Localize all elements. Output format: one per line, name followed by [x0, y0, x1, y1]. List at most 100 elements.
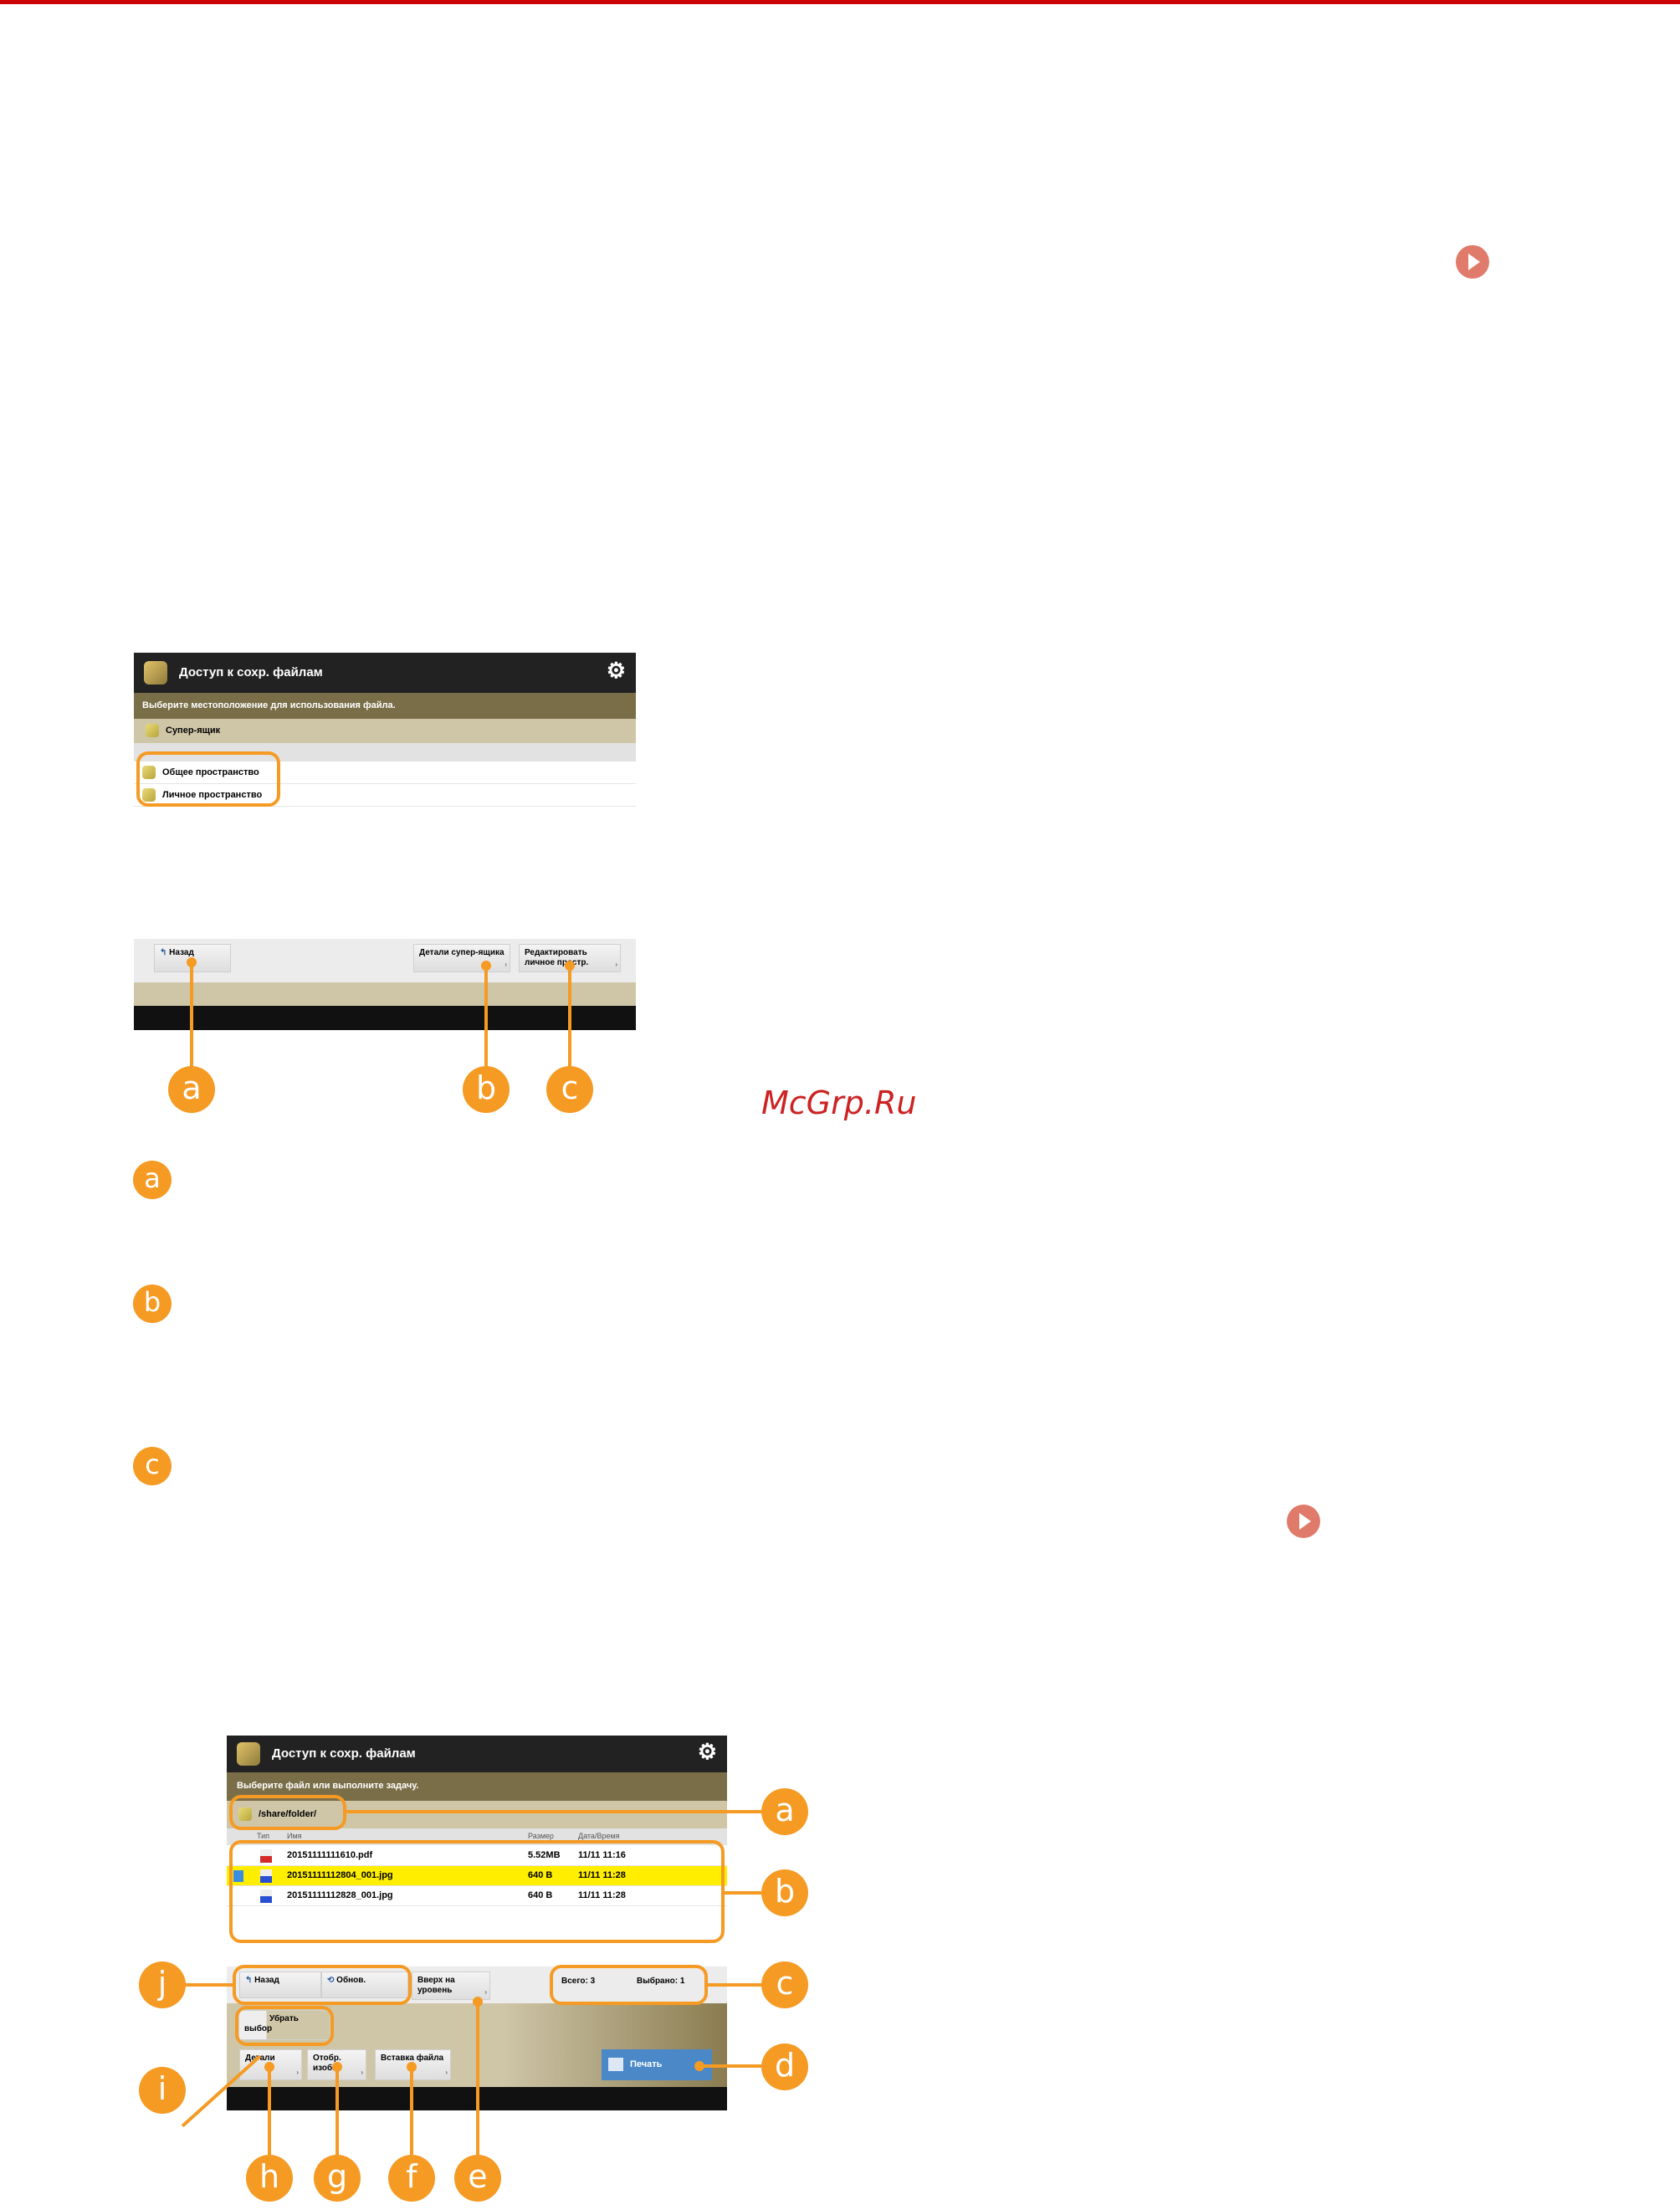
- leader-line: [162, 1983, 233, 1987]
- marker-a: a: [133, 1161, 172, 1199]
- link-arrow-icon[interactable]: [1287, 1505, 1320, 1538]
- preview-label: Отобр. изоб.: [313, 2054, 341, 2073]
- chevron-icon: ›: [615, 961, 617, 968]
- screenshot-bottom-bar: ↰ Назад Детали супер-ящика› Редактироват…: [134, 939, 636, 1030]
- leader-line: [708, 1983, 785, 1987]
- screenshot-file-access-locations: Доступ к сохр. файлам ⚙ Выберите местопо…: [134, 653, 636, 807]
- folder-icon: [146, 724, 159, 737]
- link-arrow-icon[interactable]: [1456, 245, 1489, 279]
- print-button[interactable]: Печать: [602, 2049, 712, 2080]
- col-name[interactable]: Имя: [287, 1832, 302, 1840]
- callout-i: i: [139, 2067, 186, 2114]
- refresh-button[interactable]: ⟲ Обнов.: [321, 1972, 408, 1998]
- details-label: Детали супер-ящика: [419, 948, 505, 957]
- current-folder: Супер-ящик: [134, 719, 636, 743]
- highlight-b: [229, 1840, 725, 1943]
- up-level-button[interactable]: Вверх на уровень ›: [412, 1972, 490, 2000]
- callout-f: f: [388, 2155, 435, 2202]
- callout-g: g: [314, 2155, 361, 2202]
- box-app-icon: [237, 1742, 260, 1766]
- chevron-icon: ›: [445, 2069, 448, 2076]
- refresh-icon: ⟲: [327, 1976, 337, 1985]
- folder-label: Супер-ящик: [166, 725, 221, 736]
- title-bar: Доступ к сохр. файлам ⚙: [227, 1736, 727, 1772]
- list-item[interactable]: Общее пространство: [134, 761, 636, 784]
- print-icon: [608, 2058, 623, 2071]
- leader-line: [725, 1891, 785, 1895]
- screen-title: Доступ к сохр. файлам: [272, 1746, 416, 1761]
- marker-b: b: [133, 1284, 172, 1323]
- total-count: Всего: 3: [561, 1977, 596, 1986]
- watermark: McGrp.Ru: [761, 1084, 917, 1121]
- insert-label: Вставка файла: [381, 2054, 444, 2063]
- back-arrow-icon: ↰: [245, 1976, 255, 1985]
- print-label: Печать: [630, 2059, 663, 2069]
- screenshot-file-list: Доступ к сохр. файлам ⚙ Выберите файл ил…: [227, 1736, 727, 2110]
- box-app-icon: [144, 661, 167, 685]
- back-button[interactable]: ↰ Назад: [239, 1972, 321, 1998]
- callout-a: a: [168, 1066, 215, 1113]
- back-label: Назад: [254, 1976, 279, 1985]
- callout-c: c: [761, 1961, 808, 2008]
- col-date[interactable]: Дата/Время: [578, 1832, 620, 1840]
- list-item[interactable]: Личное пространство: [134, 784, 636, 807]
- column-header: [134, 743, 636, 761]
- folder-icon: [238, 1807, 252, 1821]
- col-size[interactable]: Размер: [528, 1832, 554, 1840]
- folder-icon: [142, 766, 156, 779]
- instruction-bar: Выберите местоположение для использовани…: [134, 693, 636, 719]
- chevron-icon: ›: [361, 2069, 363, 2076]
- callout-j: j: [139, 1961, 186, 2008]
- file-name: 20151111111610.pdf: [287, 1850, 373, 1860]
- screen-title: Доступ к сохр. файлам: [179, 665, 323, 679]
- file-name: 20151111112828_001.jpg: [287, 1890, 393, 1900]
- highlight-box: [136, 751, 280, 807]
- callout-b: b: [761, 1869, 808, 1916]
- selected-check-icon: [233, 1870, 243, 1882]
- leader-line: [410, 2067, 413, 2155]
- leader-line: [190, 962, 193, 1068]
- black-bar: [134, 1006, 636, 1030]
- leader-line: [268, 2067, 271, 2155]
- col-type[interactable]: Тип: [257, 1832, 270, 1840]
- beige-bar: [134, 982, 636, 1006]
- highlight-c: [550, 1965, 708, 2005]
- callout-b: b: [463, 1066, 510, 1113]
- leader-line: [568, 966, 571, 1068]
- folder-path: /share/folder/: [259, 1808, 317, 1819]
- gear-icon[interactable]: ⚙: [606, 658, 626, 683]
- gear-icon[interactable]: ⚙: [697, 1739, 717, 1764]
- leader-line: [335, 2067, 339, 2155]
- file-size: 5.52MB: [528, 1850, 561, 1860]
- file-date: 11/11 11:28: [578, 1890, 626, 1900]
- leader-line: [476, 2002, 479, 2155]
- clear-selection-button[interactable]: Убрать выбор: [238, 2010, 330, 2040]
- selected-count: Выбрано: 1: [637, 1977, 685, 1986]
- box-details-button[interactable]: Детали супер-ящика›: [413, 944, 510, 972]
- back-label: Назад: [169, 948, 194, 957]
- highlight-j: [233, 1965, 412, 2005]
- callout-d: d: [761, 2043, 808, 2090]
- chevron-icon: ›: [505, 961, 507, 968]
- item-label: Личное пространство: [162, 789, 263, 800]
- leader-line: [699, 2064, 785, 2068]
- file-date: 11/11 11:16: [578, 1850, 626, 1860]
- title-bar: Доступ к сохр. файлам ⚙: [134, 653, 636, 693]
- callout-h: h: [246, 2155, 293, 2202]
- chevron-icon: ›: [484, 1988, 487, 1996]
- edit-label: Редактировать личное простр.: [525, 948, 589, 967]
- file-date: 11/11 11:28: [578, 1870, 626, 1880]
- callout-a: a: [761, 1788, 808, 1835]
- back-arrow-icon: ↰: [160, 948, 170, 957]
- callout-c: c: [546, 1066, 593, 1113]
- file-row[interactable]: 20151111111610.pdf 5.52MB 11/11 11:16: [227, 1846, 727, 1866]
- up-label: Вверх на уровень: [417, 1976, 455, 1995]
- leader-line: [484, 966, 488, 1068]
- jpg-file-icon: [260, 1869, 272, 1883]
- highlight-i: [235, 2006, 334, 2046]
- highlight-a: [229, 1795, 346, 1830]
- chevron-icon: ›: [296, 2069, 299, 2076]
- current-folder-path[interactable]: /share/folder/: [227, 1801, 727, 1828]
